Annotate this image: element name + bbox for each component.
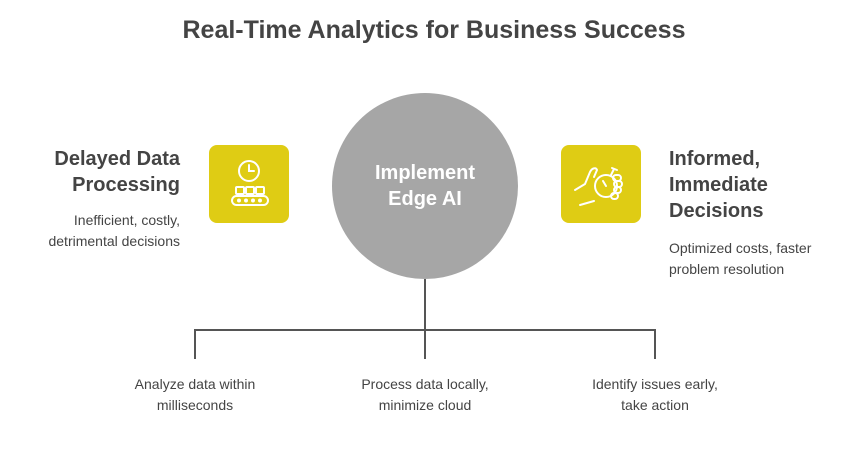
branch-text: Identify issues early, [592,376,718,392]
hand-stopwatch-icon [561,145,641,223]
branch-text: minimize cloud [378,397,472,413]
left-heading-line: Delayed Data [54,148,180,170]
left-description: Inefficient, costly, detrimental decisio… [48,210,180,252]
left-heading: Delayed Data Processing [54,146,180,198]
right-heading: Informed, Immediate Decisions [669,146,768,224]
central-node-line: Edge AI [388,188,462,210]
branch-text: milliseconds [156,397,234,413]
right-description: Optimized costs, faster problem resoluti… [669,238,811,280]
left-description-line: Inefficient, costly, [73,212,180,228]
right-description-line: problem resolution [669,261,785,277]
clock-conveyor-icon [209,145,289,223]
branch-item: Identify issues early, take action [555,374,755,416]
central-node: Implement Edge AI [332,93,518,279]
connector-branch [654,329,656,359]
left-heading-line: Processing [72,174,180,196]
right-heading-line: Decisions [669,200,764,222]
diagram-title: Real-Time Analytics for Business Success [182,16,686,44]
connector-branch [424,329,426,359]
branch-text: Analyze data within [134,376,256,392]
connector-branch [194,329,196,359]
branch-item: Analyze data within milliseconds [95,374,295,416]
right-heading-line: Informed, [669,148,761,170]
left-description-line: detrimental decisions [48,233,180,249]
right-heading-line: Immediate [669,174,768,196]
right-description-line: Optimized costs, faster [669,240,812,256]
branch-text: take action [621,397,689,413]
central-node-line: Implement [374,162,476,184]
branch-item: Process data locally, minimize cloud [325,374,525,416]
connector-trunk [424,279,426,331]
branch-text: Process data locally, [361,376,489,392]
